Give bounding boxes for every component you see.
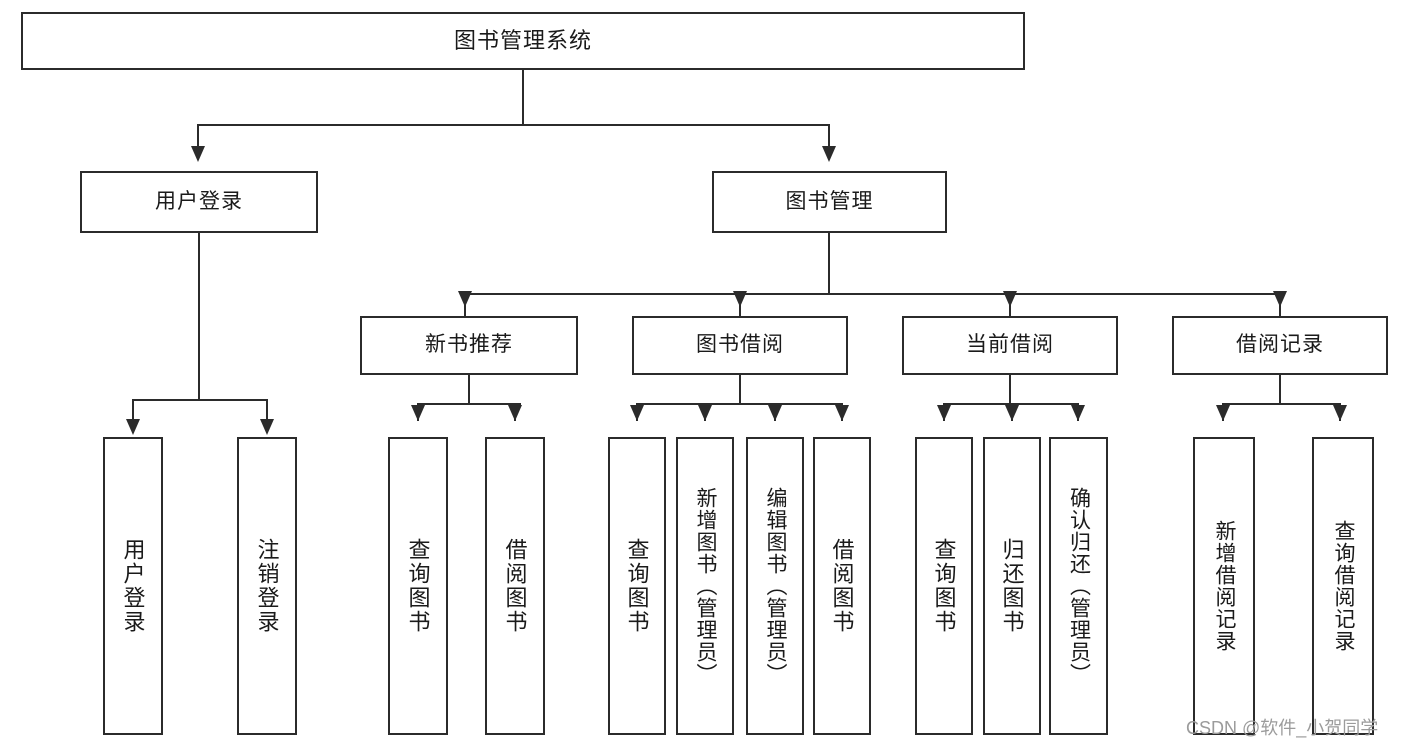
leaf-new-book-borrow[interactable]: 借阅图书 [485, 437, 545, 735]
arrowhead-book-borrow-leaf-1 [630, 405, 644, 421]
arrowhead-book-borrow-leaf-2 [698, 405, 712, 421]
node-label: 归还图书 [999, 538, 1025, 634]
arrowhead-to-current-borrow [1003, 291, 1017, 307]
connector-user-login-drop-2 [266, 399, 268, 421]
connector-current-borrow-stem [1009, 375, 1011, 405]
node-new-book-recommend[interactable]: 新书推荐 [360, 316, 578, 375]
node-label: 用户登录 [120, 538, 146, 634]
connector-new-book-stem [468, 375, 470, 405]
connector-book-borrow-stem [739, 375, 741, 405]
node-label: 新增借阅记录 [1213, 520, 1237, 652]
arrowhead-user-login-leaf-2 [260, 419, 274, 435]
node-label: 确认归还（管理员） [1067, 487, 1091, 685]
leaf-book-borrow-query[interactable]: 查询图书 [608, 437, 666, 735]
node-label: 借阅图书 [502, 538, 528, 634]
arrowhead-new-book-leaf-1 [411, 405, 425, 421]
leaf-current-borrow-query[interactable]: 查询图书 [915, 437, 973, 735]
connector-user-login-stem [198, 233, 200, 401]
node-label: 编辑图书（管理员） [764, 487, 788, 685]
connector-to-book-manage [828, 124, 830, 148]
node-label: 当前借阅 [966, 333, 1054, 357]
arrowhead-current-borrow-leaf-2 [1005, 405, 1019, 421]
leaf-user-login-signin[interactable]: 用户登录 [103, 437, 163, 735]
node-label: 查询图书 [624, 538, 650, 634]
arrowhead-to-new-book [458, 291, 472, 307]
leaf-new-book-query[interactable]: 查询图书 [388, 437, 448, 735]
connector-user-login-drop-1 [132, 399, 134, 421]
connector-root-stem [522, 70, 524, 125]
arrowhead-new-book-leaf-2 [508, 405, 522, 421]
connector-current-borrow-bus [943, 403, 1078, 405]
node-label: 查询图书 [405, 538, 431, 634]
node-label: 查询借阅记录 [1332, 520, 1356, 652]
connector-level2-bus [464, 293, 1281, 295]
arrowhead-to-book-borrow [733, 291, 747, 307]
leaf-user-login-signout[interactable]: 注销登录 [237, 437, 297, 735]
node-book-borrow[interactable]: 图书借阅 [632, 316, 848, 375]
arrowhead-book-borrow-leaf-3 [768, 405, 782, 421]
arrowhead-borrow-record-leaf-1 [1216, 405, 1230, 421]
leaf-borrow-record-add[interactable]: 新增借阅记录 [1193, 437, 1255, 735]
connector-new-book-bus [417, 403, 521, 405]
arrowhead-user-login-leaf-1 [126, 419, 140, 435]
node-root-library-system[interactable]: 图书管理系统 [21, 12, 1025, 70]
arrowhead-to-book-manage [822, 146, 836, 162]
node-label: 新书推荐 [425, 333, 513, 357]
leaf-borrow-record-query[interactable]: 查询借阅记录 [1312, 437, 1374, 735]
node-label: 图书管理 [785, 189, 874, 213]
node-label: 查询图书 [931, 538, 957, 634]
node-book-management[interactable]: 图书管理 [712, 171, 947, 233]
connector-book-borrow-bus [636, 403, 842, 405]
arrowhead-to-borrow-record [1273, 291, 1287, 307]
arrowhead-to-user-login [191, 146, 205, 162]
node-borrow-record[interactable]: 借阅记录 [1172, 316, 1388, 375]
connector-borrow-record-stem [1279, 375, 1281, 405]
arrowhead-book-borrow-leaf-4 [835, 405, 849, 421]
csdn-watermark: CSDN @软件_小贺同学 [1186, 718, 1379, 738]
connector-borrow-record-bus [1222, 403, 1341, 405]
node-label: 图书借阅 [696, 333, 784, 357]
leaf-current-borrow-confirm-admin[interactable]: 确认归还（管理员） [1049, 437, 1108, 735]
leaf-current-borrow-return[interactable]: 归还图书 [983, 437, 1041, 735]
node-label: 注销登录 [254, 538, 280, 634]
connector-book-manage-stem [828, 233, 830, 295]
node-label: 用户登录 [155, 189, 243, 213]
node-label: 图书管理系统 [453, 28, 592, 54]
leaf-book-borrow-add-admin[interactable]: 新增图书（管理员） [676, 437, 734, 735]
arrowhead-current-borrow-leaf-1 [937, 405, 951, 421]
leaf-book-borrow-borrow[interactable]: 借阅图书 [813, 437, 871, 735]
arrowhead-current-borrow-leaf-3 [1071, 405, 1085, 421]
node-user-login[interactable]: 用户登录 [80, 171, 318, 233]
node-label: 新增图书（管理员） [694, 487, 718, 685]
connector-to-user-login [197, 124, 199, 148]
node-current-borrow[interactable]: 当前借阅 [902, 316, 1118, 375]
connector-user-login-bus [132, 399, 267, 401]
connector-level1-bus [197, 124, 830, 126]
node-label: 借阅图书 [829, 538, 855, 634]
arrowhead-borrow-record-leaf-2 [1333, 405, 1347, 421]
node-label: 借阅记录 [1236, 333, 1324, 357]
leaf-book-borrow-edit-admin[interactable]: 编辑图书（管理员） [746, 437, 804, 735]
